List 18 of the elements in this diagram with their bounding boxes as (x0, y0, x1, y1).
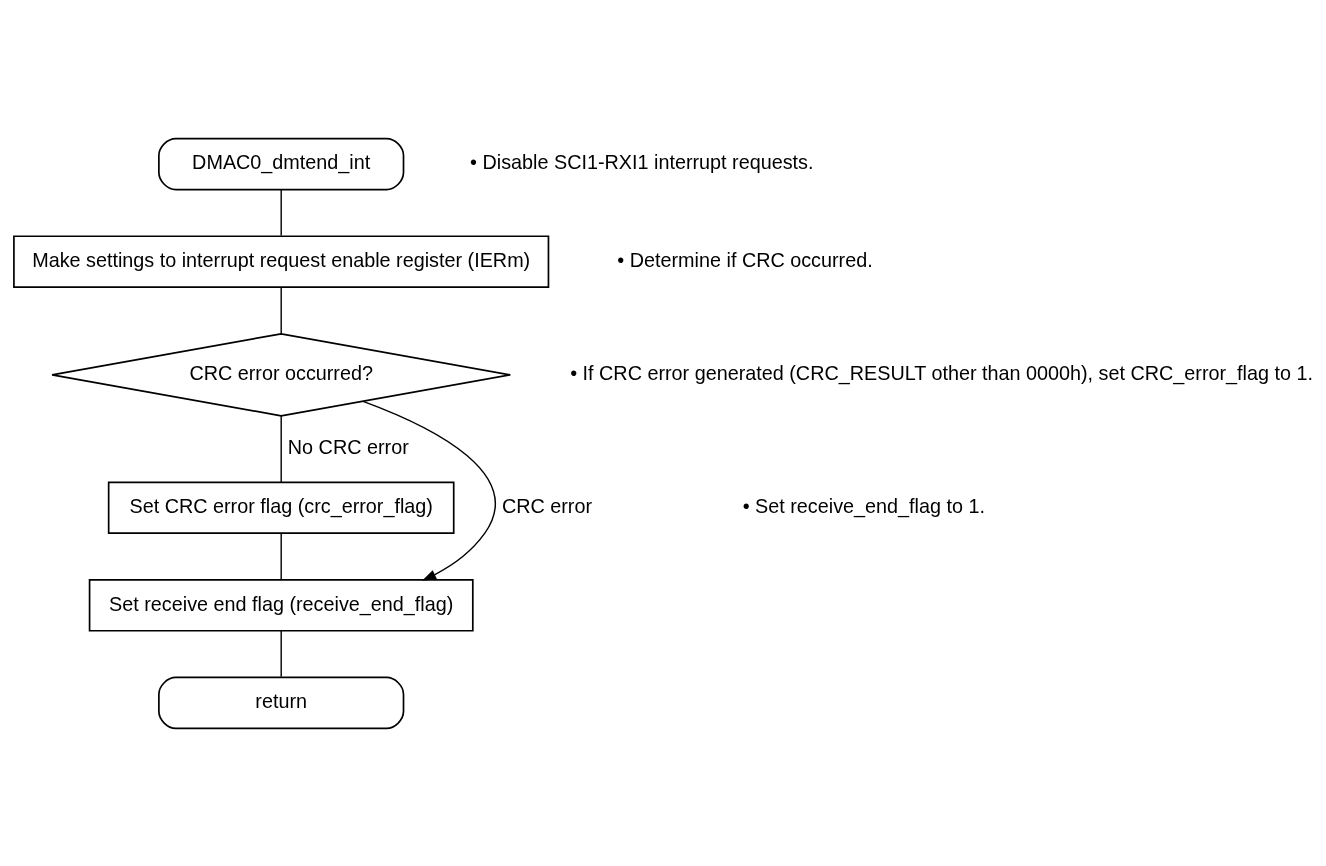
connector (280, 286, 282, 334)
connector (280, 414, 282, 483)
label: • Determine if CRC occurred. (617, 248, 873, 271)
label: • Disable SCI1-RXI1 interrupt requests. (470, 150, 814, 173)
label: • Set receive_end_flag to 1. (742, 494, 985, 517)
edge-label: CRC error (501, 494, 593, 517)
connector (280, 629, 282, 678)
node-diamond: CRC error occurred? (51, 332, 512, 417)
arrow (362, 400, 496, 581)
node-box: Make settings to interrupt request enable register (IERm) (13, 234, 550, 288)
edge-label: No CRC error (287, 435, 409, 458)
node-box: Set receive end flag (receive_end_flag) (88, 578, 474, 632)
node-box: DMAC0_dmtend_int (158, 137, 405, 190)
connector (280, 532, 282, 580)
node-box: Set CRC error flag (crc_error_flag) (107, 480, 455, 534)
node-box: return (158, 676, 405, 729)
connector (280, 188, 282, 236)
label: • If CRC error generated (CRC_RESULT other than 0000h), set CRC_error_flag to 1. (570, 361, 1313, 384)
